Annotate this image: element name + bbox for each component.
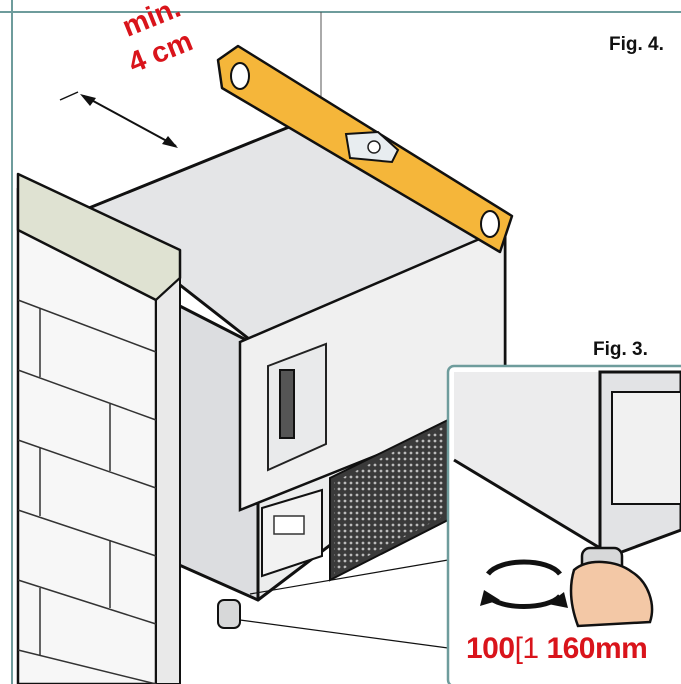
figure-3-label: Fig. 3.	[593, 339, 648, 360]
detail-inset	[446, 364, 681, 684]
control-display	[273, 515, 305, 535]
foot-height-range: 100[1 160mm	[466, 632, 648, 666]
callout-lines	[239, 559, 449, 649]
range-end: 160mm	[546, 632, 648, 665]
brick-wall	[16, 172, 182, 684]
range-separator: [1	[514, 632, 540, 665]
clearance-arrow	[59, 91, 178, 148]
door-handle	[279, 369, 295, 439]
spirit-level	[216, 44, 514, 254]
range-start: 100	[466, 632, 515, 665]
hand-icon	[569, 560, 654, 628]
figure-4-label: Fig. 4.	[609, 34, 664, 55]
adjustable-foot	[217, 599, 241, 629]
